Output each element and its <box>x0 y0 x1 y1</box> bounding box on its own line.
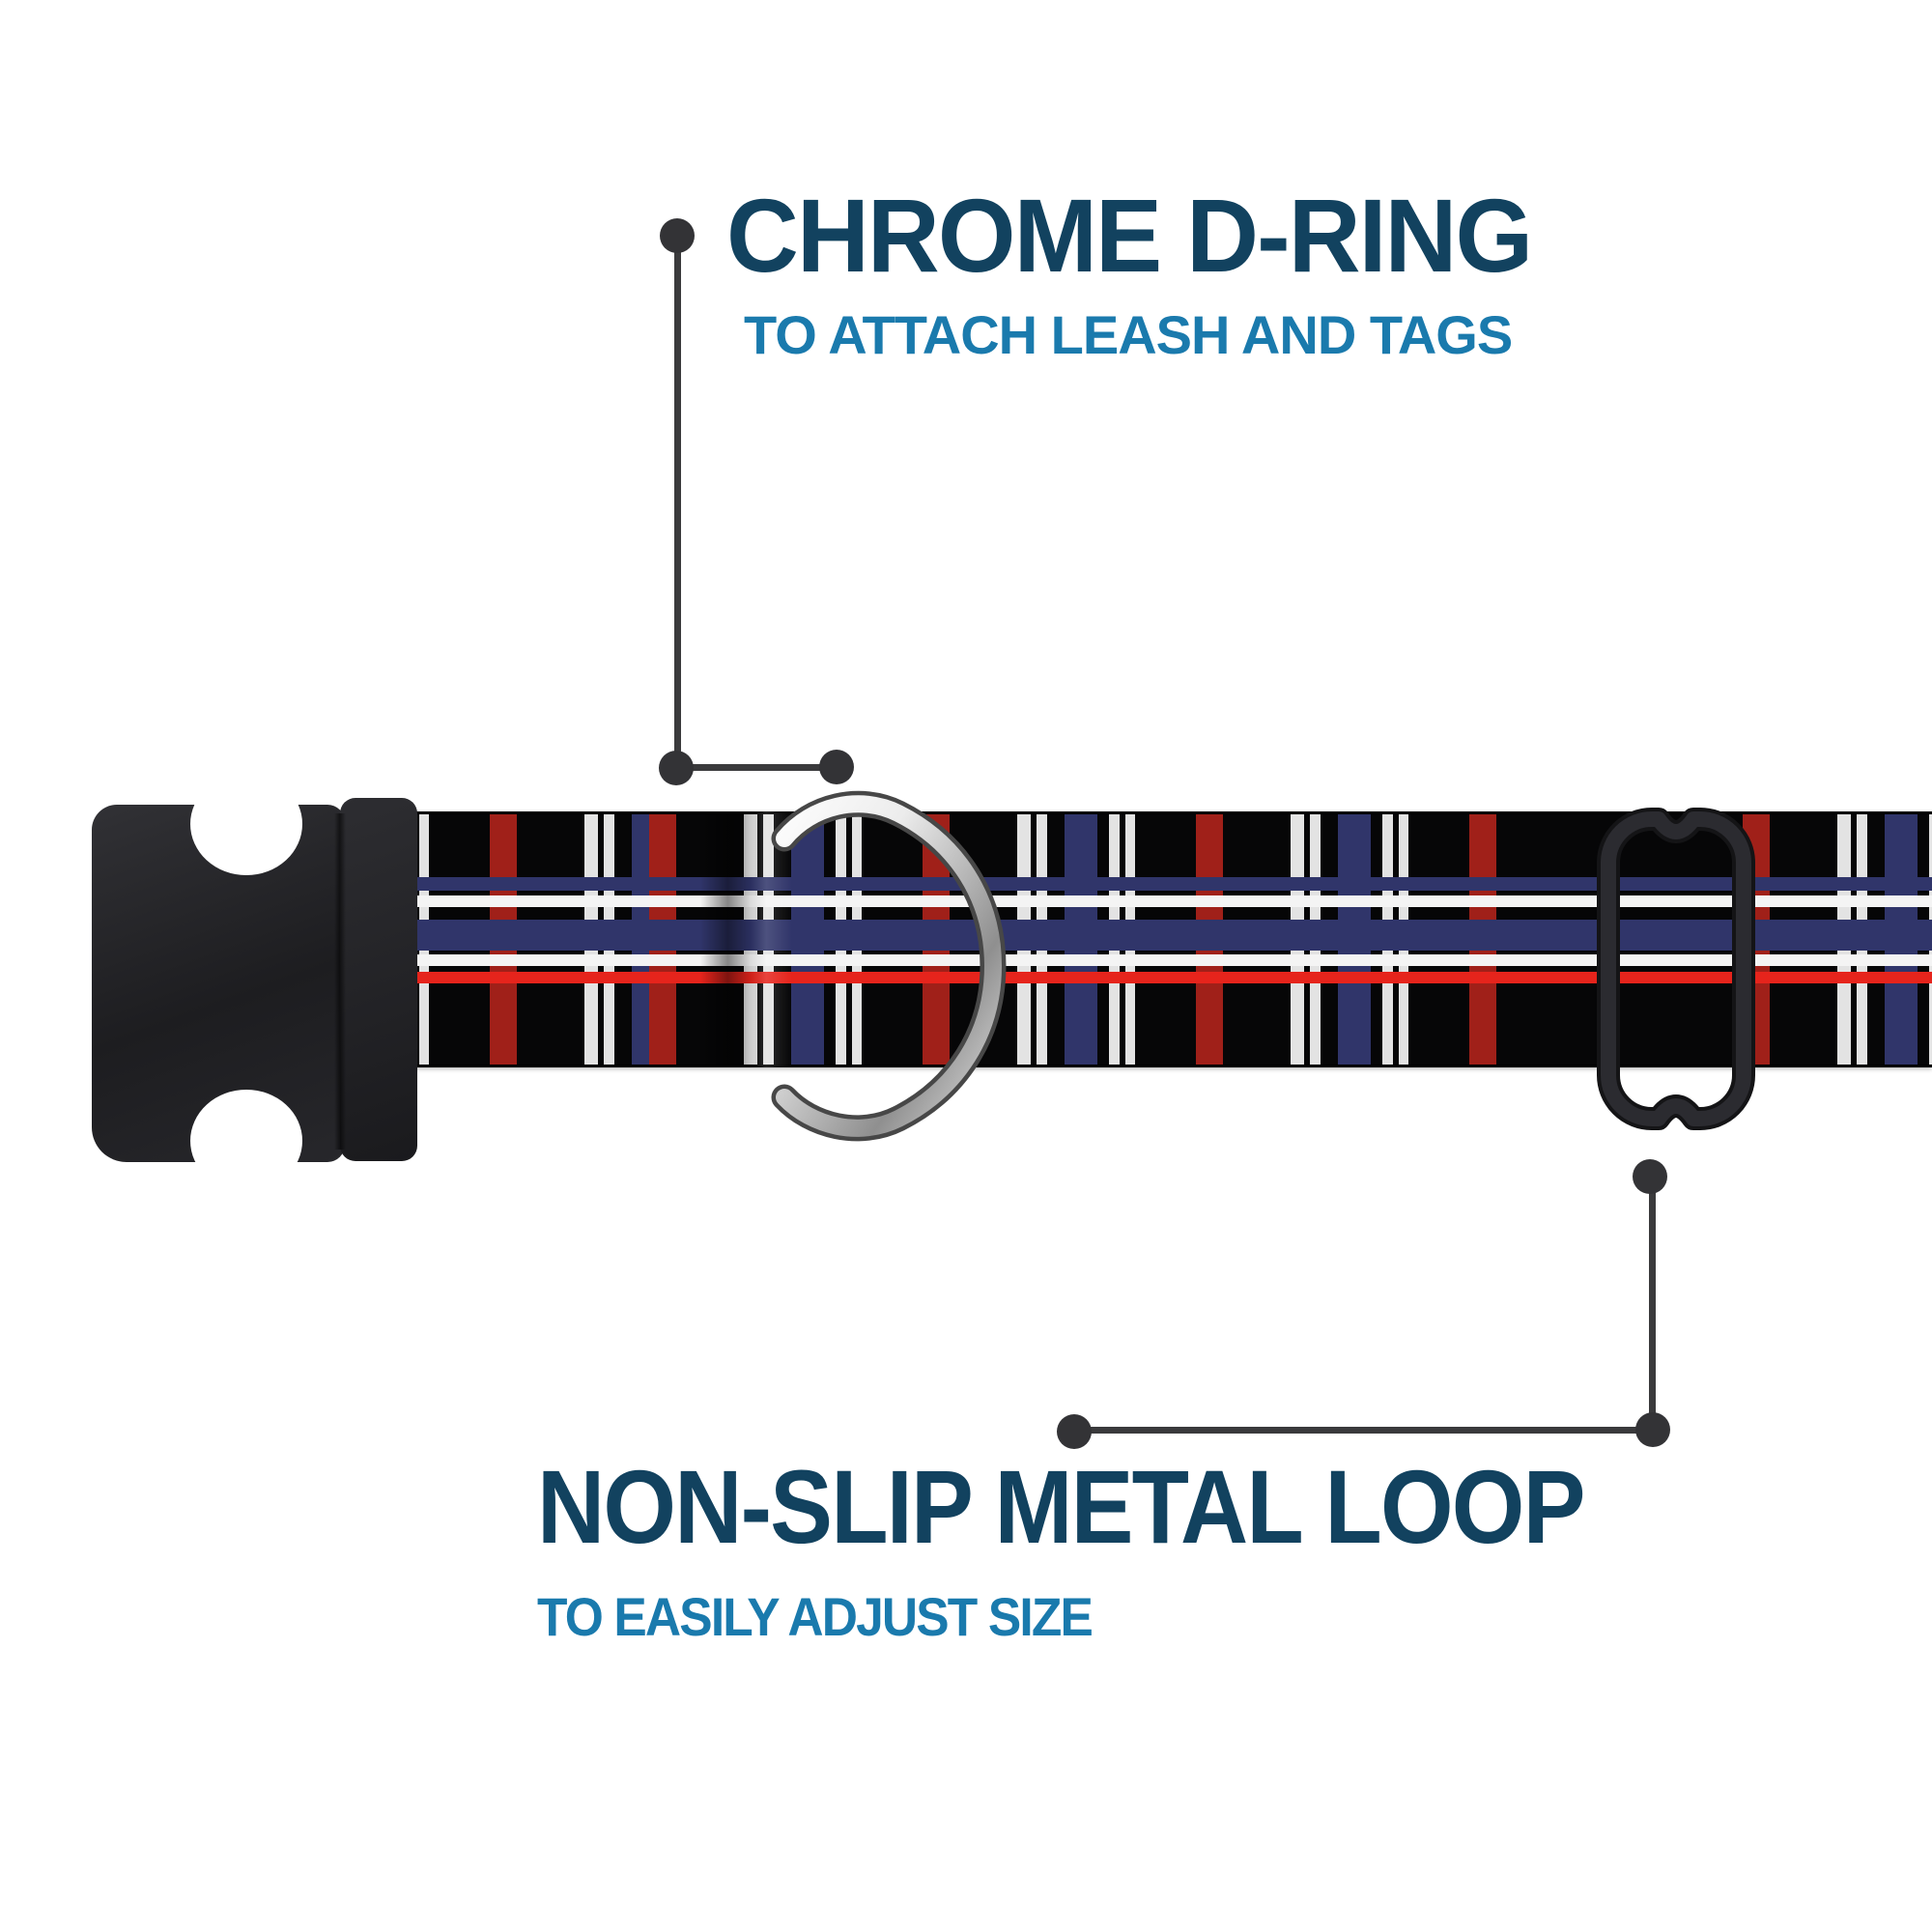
webbing-edge <box>406 811 1932 1067</box>
dring-subtitle: TO ATTACH LEASH AND TAGS <box>744 304 1513 365</box>
buckle-bottom-notch <box>190 1090 302 1192</box>
buckle-top-notch <box>190 773 302 875</box>
dring-callout-dot-pointer <box>819 750 854 784</box>
loop-subtitle: TO EASILY ADJUST SIZE <box>537 1586 1094 1647</box>
buckle-strap-bar <box>340 798 417 1161</box>
dring-callout-dot-corner <box>659 751 694 785</box>
loop-callout-dot-end <box>1057 1414 1092 1449</box>
webbing-fold-shadow <box>700 811 792 1067</box>
dring-title: CHROME D-RING <box>726 177 1533 294</box>
loop-callout-dot-corner <box>1635 1412 1670 1447</box>
loop-callout-vertical-line <box>1649 1177 1656 1430</box>
loop-title: NON-SLIP METAL LOOP <box>537 1448 1585 1565</box>
dring-callout-horizontal-line <box>676 764 837 771</box>
loop-callout-dot-pointer <box>1633 1159 1667 1194</box>
buckle-crease <box>334 813 346 1150</box>
dring-callout-vertical-line <box>674 236 681 768</box>
dring-callout-dot-top <box>660 218 695 253</box>
plaid-collar-webbing <box>406 811 1932 1067</box>
loop-callout-horizontal-line <box>1074 1427 1653 1434</box>
